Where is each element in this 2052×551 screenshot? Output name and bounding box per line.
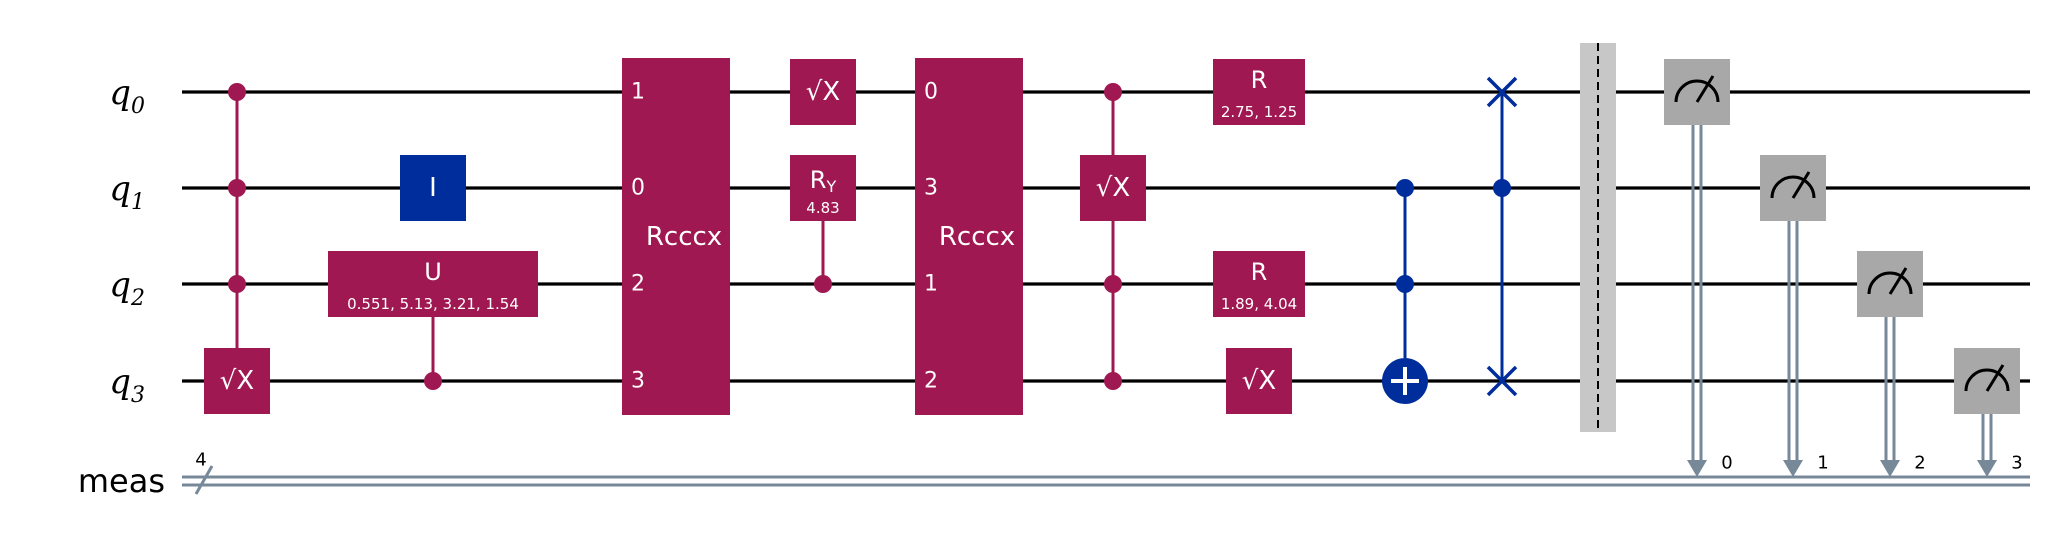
sx-gate-label: √X	[1096, 173, 1130, 203]
sx-gate-label: √X	[806, 77, 840, 107]
qubit-index: 3	[131, 383, 145, 408]
meter-needle-icon	[1888, 267, 1908, 295]
measure-gate-box	[1664, 59, 1730, 125]
meter-arc-icon	[1770, 175, 1816, 199]
u-gate-label: U	[424, 258, 442, 286]
qubit-label-q0: q0	[109, 73, 145, 119]
qubit-index: 0	[131, 94, 145, 119]
measure-gate-box	[1760, 155, 1826, 221]
rcccx-gate-label-1: Rcccx	[646, 222, 722, 252]
classical-register-label: meas	[78, 462, 165, 500]
measure-bit-label: 3	[2011, 453, 2022, 474]
sx-gate-box	[204, 348, 270, 414]
qubit-name: q	[109, 73, 131, 113]
control-dot	[1493, 179, 1511, 197]
qubit-label-q3: q3	[109, 362, 145, 408]
rcccx-pin-label: 1	[924, 272, 938, 297]
sx-gate-label: √X	[220, 366, 254, 396]
rcccx-pin-label: 2	[924, 369, 938, 394]
ry-gate-label: RY	[810, 166, 837, 196]
sx-gate-box	[790, 59, 856, 125]
rcccx-pin-label: 1	[631, 80, 645, 105]
meter-arc-icon	[1867, 271, 1913, 295]
control-dot	[424, 372, 442, 390]
control-dot	[814, 275, 832, 293]
classical-width-label: 4	[195, 450, 206, 471]
control-dot	[228, 275, 246, 293]
measure-arrow	[1687, 460, 1707, 477]
rcccx-gate-box-1	[622, 58, 730, 415]
ry-gate-box	[790, 155, 856, 221]
meter-needle-icon	[1791, 171, 1811, 199]
ry-gate-name: R	[810, 166, 827, 194]
rcccx-pin-label: 3	[924, 176, 938, 201]
barrier-box	[1580, 43, 1616, 432]
identity-gate-box	[400, 155, 466, 221]
measure-arrow	[1783, 460, 1803, 477]
rcccx-gate-box-2	[915, 58, 1023, 415]
meter-arc-icon	[1964, 368, 2010, 392]
swap-cross-b	[1486, 365, 1518, 397]
u-gate-params: 0.551, 5.13, 3.21, 1.54	[347, 295, 519, 313]
meter-arc-icon	[1674, 79, 1720, 103]
ry-gate-subscript: Y	[825, 177, 836, 196]
qubit-label-q2: q2	[109, 265, 145, 311]
control-dot	[1104, 83, 1122, 101]
swap-cross-b	[1486, 76, 1518, 108]
meter-needle-icon	[1695, 75, 1715, 103]
r-gate-box-q0	[1213, 59, 1305, 125]
sx-gate-box	[1080, 155, 1146, 221]
sx-gate-label: √X	[1242, 366, 1276, 396]
r-gate-label: R	[1251, 258, 1268, 286]
r-gate-box-q2	[1213, 251, 1305, 317]
control-dot	[228, 179, 246, 197]
ry-gate-param: 4.83	[806, 199, 839, 217]
control-dot	[1104, 372, 1122, 390]
measure-gate-box	[1857, 251, 1923, 317]
control-dot	[1396, 179, 1414, 197]
measure-arrow	[1880, 460, 1900, 477]
control-dot	[228, 83, 246, 101]
measure-gate-box	[1954, 348, 2020, 414]
identity-gate-label: I	[429, 173, 437, 203]
rcccx-pin-label: 0	[631, 176, 645, 201]
rcccx-pin-label: 3	[631, 369, 645, 394]
measure-bit-label: 0	[1721, 453, 1732, 474]
u-gate-box	[328, 251, 538, 317]
r-gate-label: R	[1251, 66, 1268, 94]
classical-width-slash	[194, 465, 214, 495]
control-dot	[1396, 275, 1414, 293]
r-gate-params: 1.89, 4.04	[1221, 295, 1297, 313]
qubit-label-q1: q1	[109, 169, 145, 215]
meter-needle-icon	[1985, 364, 2005, 392]
measure-bit-label: 2	[1914, 453, 1925, 474]
control-dot	[1104, 275, 1122, 293]
rcccx-pin-label: 2	[631, 272, 645, 297]
r-gate-params: 2.75, 1.25	[1221, 103, 1297, 121]
rcccx-pin-label: 0	[924, 80, 938, 105]
qubit-index: 2	[130, 286, 145, 311]
qubit-name: q	[109, 362, 131, 402]
sx-gate-box	[1226, 348, 1292, 414]
measure-arrow	[1977, 460, 1997, 477]
qubit-name: q	[109, 169, 131, 209]
qubit-index: 1	[131, 190, 145, 215]
rcccx-gate-label-2: Rcccx	[939, 222, 1015, 252]
measure-bit-label: 1	[1817, 453, 1828, 474]
qubit-name: q	[109, 265, 131, 305]
